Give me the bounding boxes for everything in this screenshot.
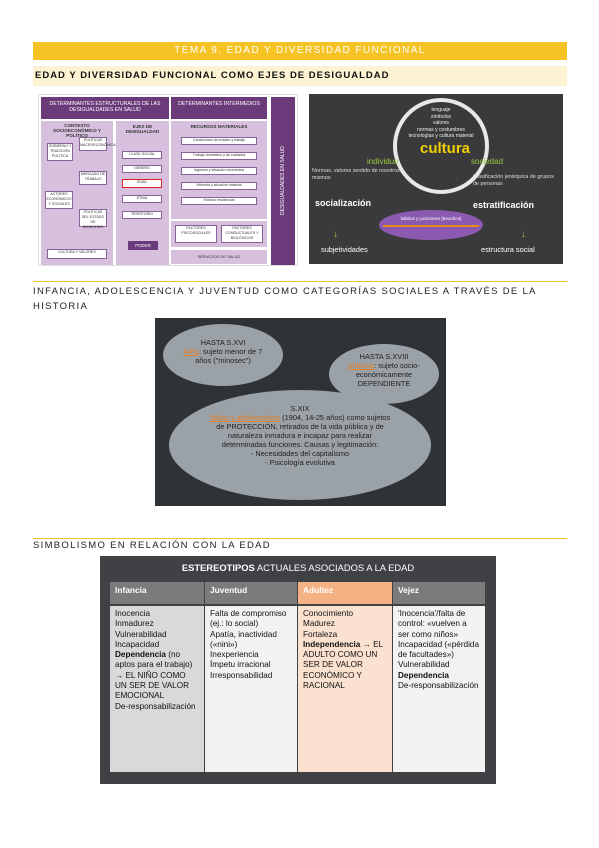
resource-item: Condiciones de empleo y trabajo	[181, 137, 257, 145]
socialization-label: socialización	[315, 198, 372, 208]
context-block: CONTEXTO SOCIOECONÓMICO Y POLÍTICO GOBIE…	[41, 121, 118, 265]
era-description: (1904, 14-25 años) como sujetos de PROTE…	[216, 413, 391, 449]
section-title-2: INFANCIA, ADOLESCENCIA Y JUVENTUD COMO C…	[33, 286, 537, 312]
context-item: MERCADO DE TRABAJO	[79, 171, 107, 185]
structural-header: DETERMINANTES ESTRUCTURALES DE LAS DESIG…	[41, 97, 169, 119]
health-inequality-bar: DESIGUALDADES EN SALUD	[271, 97, 295, 265]
term-highlight: Niños y adolescentes	[209, 413, 281, 422]
factor-item: FACTORES CONDUCTUALES Y BIOLÓGICOS	[221, 225, 263, 243]
cell-juventud: Falta de compromiso (ej.: lo social) Apa…	[205, 606, 297, 772]
norms-text: Normas, valores sentido de nosotros mism…	[312, 168, 400, 181]
habits-line	[383, 225, 479, 227]
ellipse-xvi: HASTA S.XVI Niño: sujeto menor de 7 años…	[163, 324, 283, 386]
resource-item: Trabajo doméstico y de cuidados	[181, 152, 257, 160]
classification-text: Clasificación jerárquica de grupos de pe…	[473, 174, 554, 187]
cell-adultez: Conocimiento Madurez Fortaleza Independe…	[298, 606, 392, 772]
axes-title: EJES DE DESIGUALDAD	[125, 124, 160, 134]
ellipse-xviii: HASTA S.XVIII Infancia: sujeto socio-eco…	[329, 344, 439, 404]
section-title-1: EDAD Y DIVERSIDAD FUNCIONAL COMO EJES DE…	[33, 66, 567, 86]
axis-item-age-highlighted: EDAD	[122, 179, 162, 188]
context-item: ACTORES ECONÓMICOS Y SOCIALES	[45, 191, 73, 209]
power-label: PODER	[128, 241, 158, 250]
culture-label: cultura	[419, 140, 470, 157]
culture-diagram: lenguaje símbolos valores normas y costu…	[309, 94, 563, 264]
habits-text: hábitos y posiciones [Bourdieu]	[400, 216, 462, 221]
stratification-label: estratificación	[473, 200, 535, 210]
culture-element: lenguaje	[431, 107, 451, 113]
resource-item: Vivienda y situación material	[181, 182, 257, 190]
social-structure-label: estructura social	[481, 245, 535, 254]
culture-element: normas y costumbres	[417, 126, 465, 133]
resources-title: RECURSOS MATERIALES	[190, 124, 248, 129]
era-heading: S.XIX	[290, 404, 310, 413]
cell-vejez: 'Inocencia'/falta de control: «vuelven a…	[393, 606, 485, 772]
health-inequality-label: DESIGUALDADES EN SALUD	[280, 146, 286, 216]
individual-label: individuo	[367, 157, 399, 166]
axis-item: TERRITORIO	[122, 211, 162, 219]
col-header-vejez: Vejez	[393, 582, 485, 604]
cause-item: - Necesidades del capitalismo	[250, 449, 350, 458]
subjectivities-label: subjetividades	[321, 245, 368, 254]
era-description: : sujeto socio-económicamente DEPENDIENT…	[355, 361, 420, 388]
era-description: : sujeto menor de 7 años ("minosec")	[195, 347, 263, 365]
cause-item: - Psicología evolutiva	[265, 458, 335, 467]
culture-circle	[393, 98, 489, 194]
intermediate-header: DETERMINANTES INTERMEDIOS	[171, 97, 267, 119]
arrow-down-icon: ↓	[333, 229, 338, 240]
topic-banner: TEMA 9. EDAD Y DIVERSIDAD FUNCIONAL	[33, 42, 567, 60]
context-item: CULTURA Y VALORES	[47, 249, 107, 259]
arrow-down-icon: ↓	[521, 229, 526, 240]
term-highlight: Infancia	[348, 361, 375, 370]
factor-item: FACTORES PSICOSOCIALES	[175, 225, 217, 243]
axis-item: ETNIA	[122, 195, 162, 203]
culture-elements: lenguaje símbolos valores normas y costu…	[401, 107, 481, 140]
culture-element: valores	[432, 120, 450, 126]
era-heading: HASTA S.XVIII	[359, 352, 409, 361]
factors-block: FACTORES PSICOSOCIALES FACTORES CONDUCTU…	[171, 221, 267, 247]
culture-element: símbolos	[430, 113, 451, 120]
col-header-juventud: Juventud	[205, 582, 297, 604]
era-heading: HASTA S.XVI	[200, 338, 246, 347]
context-item: GOBIERNO Y TRADICIÓN POLÍTICA	[47, 143, 73, 161]
term-highlight: Niño	[183, 347, 199, 356]
determinants-diagram: DETERMINANTES ESTRUCTURALES DE LAS DESIG…	[38, 94, 298, 266]
health-services: SERVICIOS DE SALUD	[171, 250, 267, 264]
context-item: POLÍTICAS MACROECONÓMICAS	[79, 137, 118, 151]
axes-block: EJES DE DESIGUALDAD CLASE SOCIAL GÉNERO …	[116, 121, 169, 265]
society-label: sociedad	[471, 157, 504, 166]
context-item: POLÍTICAS DEL ESTADO DE BIENESTAR	[79, 209, 107, 229]
section-rule	[33, 538, 567, 539]
section-title-3: SIMBOLISMO EN RELACIÓN CON LA EDAD	[33, 540, 271, 551]
context-title: CONTEXTO SOCIOECONÓMICO Y POLÍTICO	[53, 123, 101, 138]
col-header-adultez: Adultez	[298, 582, 392, 604]
resource-item: Entorno residencial	[181, 197, 257, 205]
section-rule	[33, 281, 567, 282]
table-title: ESTEREOTIPOS ACTUALES ASOCIADOS A LA EDA…	[181, 562, 415, 573]
axis-item: CLASE SOCIAL	[122, 151, 162, 159]
axis-item: GÉNERO	[122, 165, 162, 173]
age-stereotypes-table: ESTEREOTIPOS ACTUALES ASOCIADOS A LA EDA…	[100, 556, 496, 784]
culture-element: tecnologías y cultura material	[408, 133, 474, 139]
cell-infancia: Inocencia Inmadurez Vulnerabilidad Incap…	[110, 606, 204, 772]
col-header-infancia: Infancia	[110, 582, 204, 604]
resource-item: Ingresos y situación económica	[181, 167, 257, 175]
ellipse-xix: S.XIX Niños y adolescentes (1904, 14-25 …	[169, 390, 431, 500]
childhood-history-diagram: HASTA S.XVI Niño: sujeto menor de 7 años…	[155, 318, 446, 506]
resources-block: RECURSOS MATERIALES Condiciones de emple…	[171, 121, 267, 219]
